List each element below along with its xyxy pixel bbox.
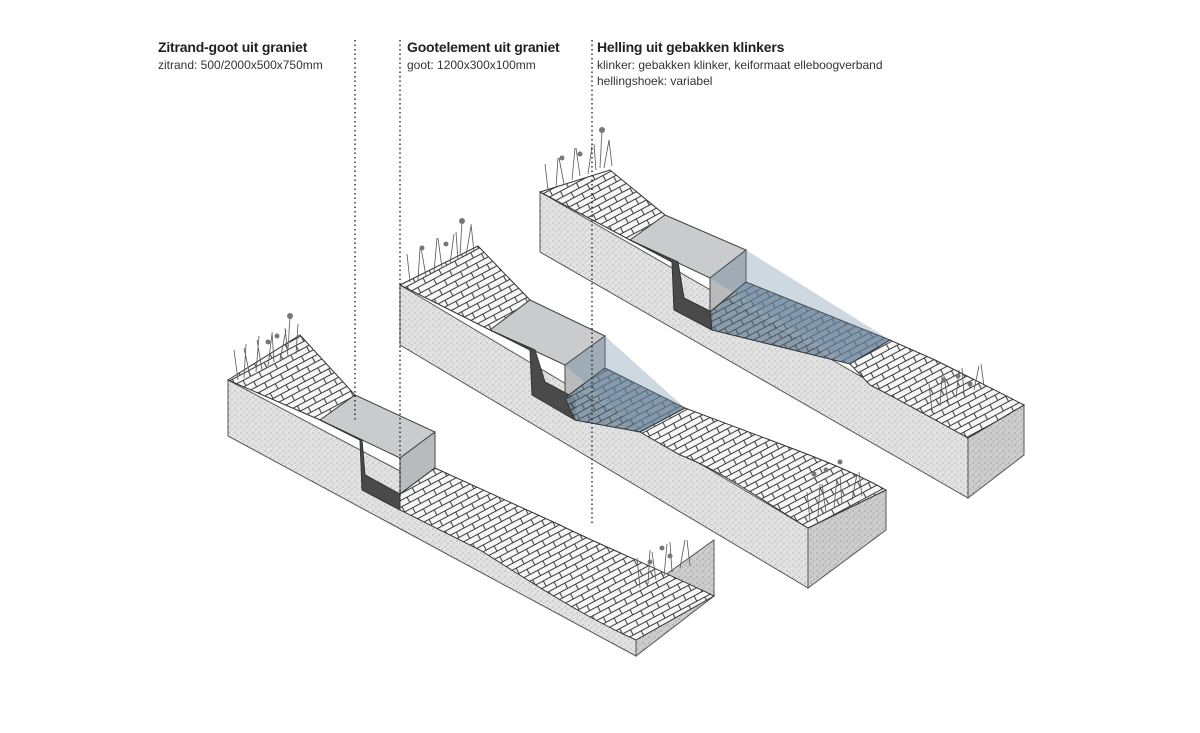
leader-lines [354, 40, 593, 525]
label-gootelement: Gootelement uit graniet goot: 1200x300x1… [407, 39, 560, 73]
paving-ramp [849, 339, 1026, 439]
label-spec: zitrand: 500/2000x500x750mm [158, 58, 323, 72]
block-gootelement [398, 218, 888, 589]
label-spec: hellingshoek: variabel [597, 74, 713, 88]
label-title: Zitrand-goot uit graniet [158, 39, 308, 55]
grass-icon [233, 323, 691, 589]
label-title: Gootelement uit graniet [407, 39, 560, 55]
grass-icon [544, 139, 985, 411]
flower-icon [559, 127, 973, 387]
label-spec: klinker: gebakken klinker, keiformaat el… [597, 58, 883, 72]
water-surface [565, 336, 685, 432]
paving-ramp [399, 467, 716, 641]
paving-ramp [638, 407, 888, 529]
water-surface [710, 250, 890, 364]
label-spec: goot: 1200x300x100mm [407, 58, 536, 72]
flower-icon [419, 218, 843, 477]
block-helling [538, 127, 1026, 500]
label-helling: Helling uit gebakken klinkers klinker: g… [597, 39, 883, 89]
grass-icon [406, 223, 863, 521]
block-zitrand-goot [226, 313, 716, 658]
label-zitrand-goot: Zitrand-goot uit graniet zitrand: 500/20… [158, 39, 323, 73]
label-title: Helling uit gebakken klinkers [597, 39, 785, 55]
flower-icon [265, 313, 673, 565]
